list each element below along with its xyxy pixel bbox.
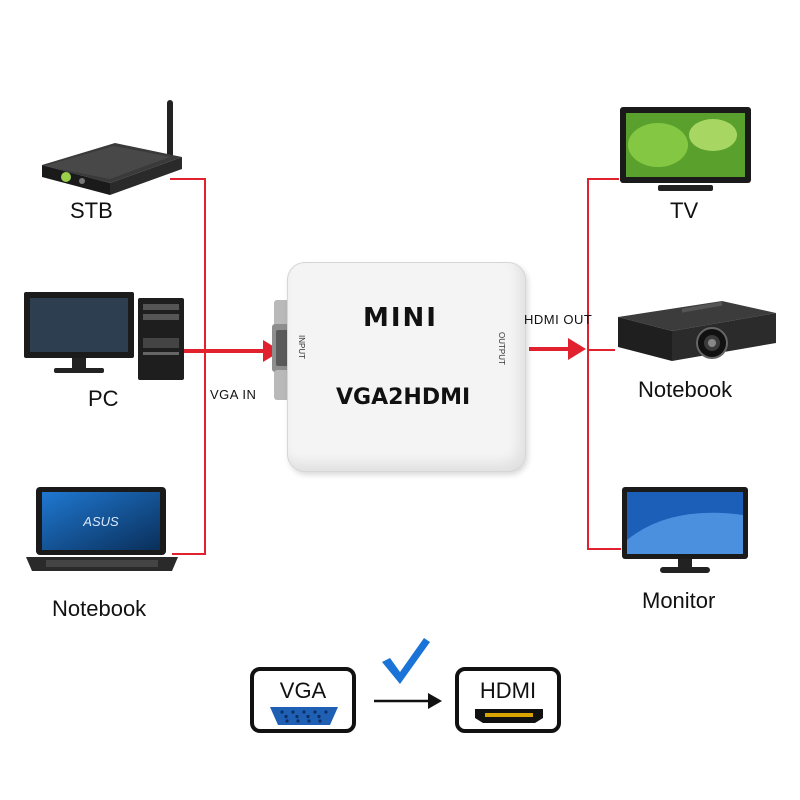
- input-wire-pc: [178, 349, 268, 353]
- output-wire: [529, 347, 574, 351]
- tv-icon: [620, 107, 751, 191]
- source-label-notebook: Notebook: [52, 596, 147, 621]
- input-wire-stb: [170, 178, 206, 180]
- output-wire-tv: [587, 178, 619, 180]
- laptop-icon: ASUS: [26, 487, 178, 571]
- checkmark-icon: [382, 638, 430, 684]
- laptop-screen-brand: ASUS: [82, 514, 119, 529]
- output-wire-monitor: [587, 548, 621, 550]
- converter-brand: MINI: [363, 303, 438, 333]
- sink-label-tv: TV: [670, 198, 699, 223]
- source-label-pc: PC: [88, 386, 119, 411]
- hdmi-out-label: HDMI OUT: [524, 312, 593, 327]
- monitor-icon: [622, 487, 748, 573]
- hdmi-legend-label: HDMI: [479, 678, 537, 703]
- converter-input-port-label: INPUT: [297, 335, 306, 359]
- set-top-box-icon: [42, 100, 182, 195]
- vga-port-icon: [270, 707, 338, 725]
- vga-legend-card: VGA: [250, 667, 356, 733]
- vga-in-label: VGA IN: [210, 387, 257, 402]
- source-label-stb: STB: [70, 198, 113, 223]
- vga-legend-label: VGA: [279, 678, 327, 703]
- hdmi-legend-card: HDMI: [455, 667, 561, 733]
- converter-model: VGA2HDMI: [336, 385, 471, 410]
- hdmi-port-icon: [475, 709, 543, 723]
- converter-body: [287, 262, 526, 472]
- input-wire-notebook: [172, 553, 206, 555]
- sink-label-notebook: Notebook: [638, 377, 733, 402]
- output-wire-projector: [587, 349, 615, 351]
- output-bus-vertical: [587, 178, 589, 550]
- sink-label-monitor: Monitor: [642, 588, 716, 613]
- desktop-pc-icon: [24, 292, 184, 380]
- arrow-right-icon: [374, 693, 442, 709]
- output-arrow: [568, 338, 586, 360]
- projector-icon: [618, 301, 776, 361]
- input-bus-vertical: [204, 178, 206, 555]
- converter-output-port-label: OUTPUT: [497, 332, 506, 365]
